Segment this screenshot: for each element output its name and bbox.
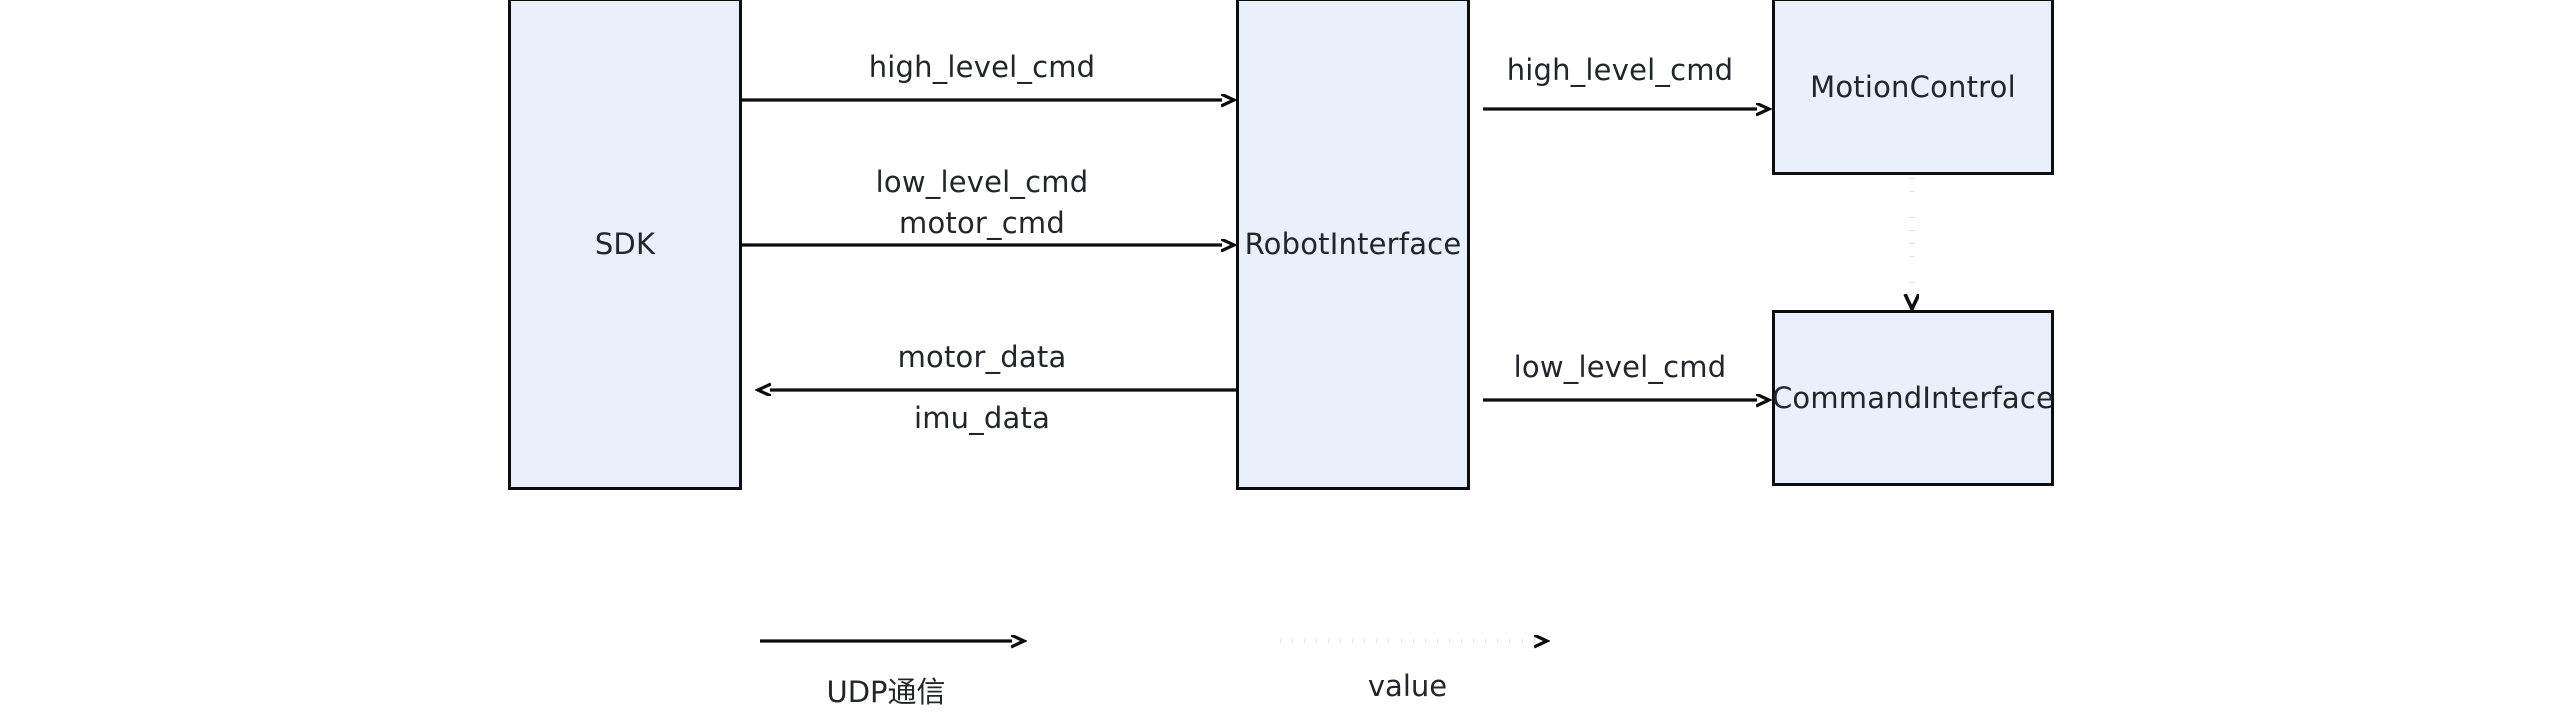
node-motioncontrol-label: MotionControl [1810, 69, 2016, 104]
edge-label-low-level-cmd: low_level_cmd [875, 165, 1089, 199]
edge-label-high-level-cmd-sdk: high_level_cmd [868, 50, 1096, 84]
edge-label-imu-data: imu_data [913, 401, 1051, 435]
node-commandinterface[interactable]: CommandInterface [1772, 310, 2054, 486]
node-sdk-label: SDK [594, 227, 656, 261]
node-robotinterface-label: RobotInterface [1244, 227, 1462, 261]
legend-label-udp: UDP通信 [826, 675, 946, 709]
node-sdk[interactable]: SDK [508, 0, 742, 490]
legend-label-value: value [1367, 669, 1448, 703]
node-robotinterface[interactable]: RobotInterface [1236, 0, 1470, 490]
edge-label-motor-data: motor_data [897, 340, 1067, 374]
node-motioncontrol[interactable]: MotionControl [1772, 0, 2054, 175]
edge-label-high-level-cmd-motioncontrol: high_level_cmd [1506, 53, 1734, 87]
edge-label-motor-cmd: motor_cmd [899, 206, 1065, 240]
edge-label-low-level-cmd-commandinterface: low_level_cmd [1513, 350, 1727, 384]
node-commandinterface-label: CommandInterface [1771, 381, 2055, 415]
